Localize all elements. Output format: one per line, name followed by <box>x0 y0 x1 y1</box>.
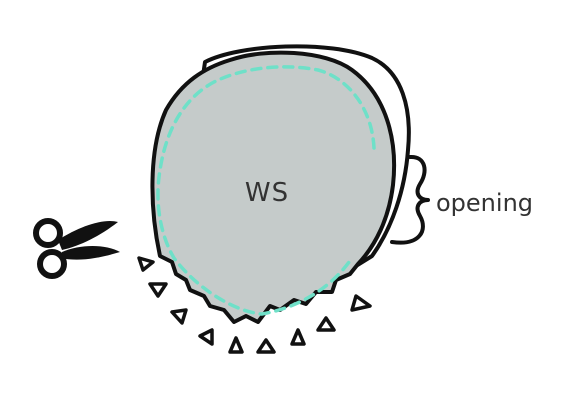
notch-icon <box>198 328 214 346</box>
notch-icon <box>350 294 372 312</box>
notch-icon <box>290 328 306 346</box>
fabric-label: WS <box>245 178 289 208</box>
opening-bracket <box>390 155 430 245</box>
notch-icon <box>316 316 336 332</box>
notch-markers <box>137 256 372 354</box>
front-fabric-ws <box>150 50 397 324</box>
notch-icon <box>137 256 155 272</box>
scissors-icon <box>33 218 120 279</box>
notch-icon <box>256 338 276 354</box>
notch-icon <box>228 336 244 354</box>
notch-icon <box>148 282 168 298</box>
notch-icon <box>170 308 188 325</box>
opening-label: opening <box>436 189 533 217</box>
seam-line <box>156 65 376 316</box>
